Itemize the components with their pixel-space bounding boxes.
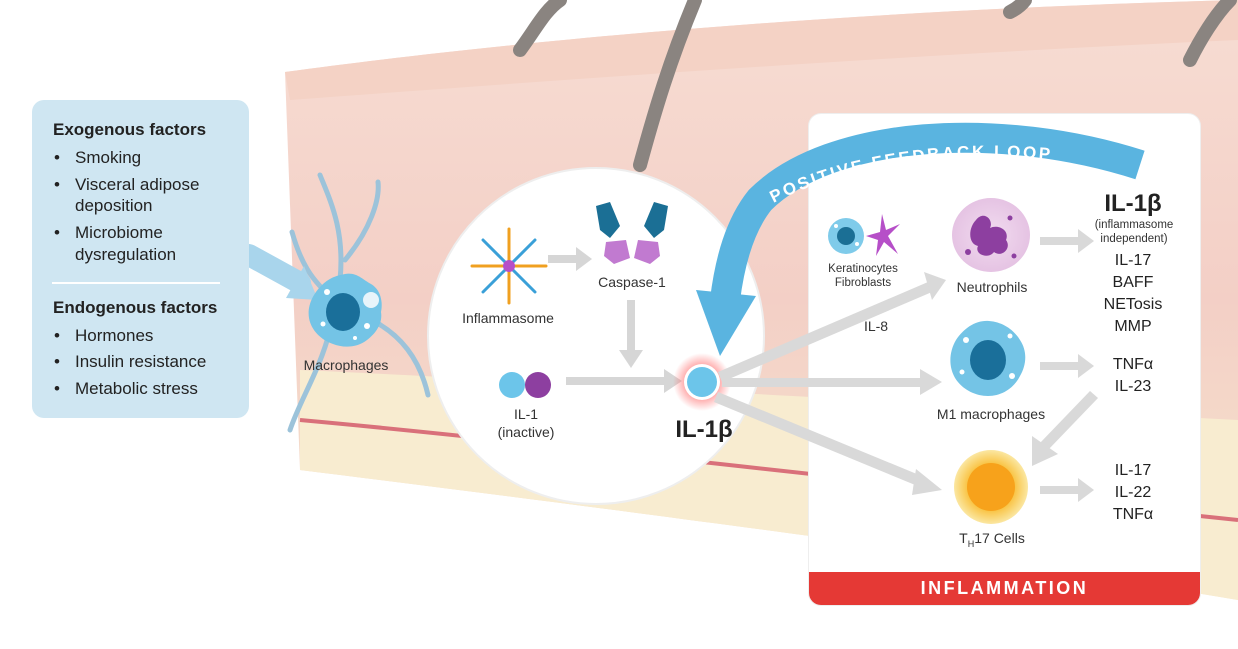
macrophages-label: Macrophages [303,357,389,373]
inflammasome-icon [470,227,548,305]
il8-label: IL-8 [863,318,889,334]
keratinocyte-fibroblast-icon [828,214,900,256]
loop-arrow-head [696,290,756,356]
bullet: • [54,352,60,371]
factor-item-cont: deposition [75,196,153,215]
arrow-head [664,369,682,393]
mechanism-circle [427,167,765,505]
skin-surface [285,0,1238,100]
neutrophil-icon [952,198,1030,272]
hair-shaft [1183,0,1237,67]
fibroblasts-label: Fibroblasts [834,277,892,289]
factor-item: •Microbiome [54,223,163,242]
bullet: • [54,175,60,194]
il1-inactive-label-1: IL-1 [513,406,539,422]
neutrophil-product: NETosis [1103,296,1163,313]
factor-item: •Visceral adipose [54,175,200,194]
factors-divider [52,282,220,284]
neutrophil-product: IL-17 [1114,252,1152,269]
arrow-head [576,247,592,271]
m1-product: IL-23 [1114,378,1152,395]
arrow-th17-out [1040,486,1080,494]
bullet: • [54,148,60,167]
arrow-inflammasome-caspase [548,255,578,263]
hair-shaft [1003,0,1032,19]
arrow-head [1078,478,1094,502]
il1b-cell-icon [673,353,731,411]
bullet: • [54,223,60,242]
neutrophils-label: Neutrophils [956,279,1028,295]
factor-item-cont: dysregulation [75,245,177,264]
factors-arrow-head [286,266,318,300]
th17-cell-icon [954,450,1028,524]
hair-shaft [633,0,702,172]
neutrophil-product: MMP [1114,318,1152,335]
factor-item: •Smoking [54,148,142,167]
factor-item: •Insulin resistance [54,352,207,371]
il1b-center-label: IL-1β [675,416,733,443]
il1-inactive-icon [499,372,551,398]
inflammasome-label: Inflammasome [462,310,554,326]
arrow-caspase-il1b [627,300,635,352]
m1-macrophages-label: M1 macrophages [936,406,1046,422]
factors-arrow-shaft [238,244,311,294]
arrow-head [1032,436,1058,466]
hair-shaft [513,0,567,57]
keratinocytes-label: Keratinocytes [828,263,898,275]
caspase-label: Caspase-1 [598,274,666,290]
arrow-m1-th17 [1040,391,1098,450]
arrow-head [1078,354,1094,378]
il1-inactive-label-2: (inactive) [497,424,555,440]
macrophage-icon [308,273,382,347]
neutrophil-product: BAFF [1112,274,1154,291]
il1b-output-title: IL-1β [1104,190,1162,217]
caspase-icon [596,202,668,264]
arrow-head [619,350,643,368]
th17-product: IL-17 [1114,462,1152,479]
factor-item: •Metabolic stress [54,379,198,398]
arrow-il1b-neutrophils [718,282,932,382]
arrow-neutrophils-out [1040,237,1080,245]
m1-macrophage-icon [950,320,1026,396]
arrow-head [924,272,946,300]
th17-product: IL-22 [1114,484,1152,501]
m1-product: TNFα [1112,356,1154,373]
th17-product: TNFα [1112,506,1154,523]
factor-item: •Hormones [54,326,154,345]
arrow-head [912,469,942,495]
il1b-note-2: independent) [1100,233,1168,245]
loop-arc [710,122,1145,302]
arrow-il1b-th17 [714,392,924,487]
bullet: • [54,379,60,398]
arrow-m1-out [1040,362,1080,370]
bullet: • [54,326,60,345]
endogenous-factors-title: Endogenous factors [53,298,218,317]
th17-label: TH17 Cells [959,530,1025,549]
arrow-il1-il1b [566,377,666,385]
arrow-head [1078,229,1094,253]
arrow-il1b-m1 [722,378,922,387]
il1b-note-1: (inflammasome [1094,219,1174,231]
arrow-head [920,369,942,395]
exogenous-factors-title: Exogenous factors [53,120,207,139]
inflammation-bar: INFLAMMATION [809,572,1200,605]
factors-panel [32,100,249,418]
